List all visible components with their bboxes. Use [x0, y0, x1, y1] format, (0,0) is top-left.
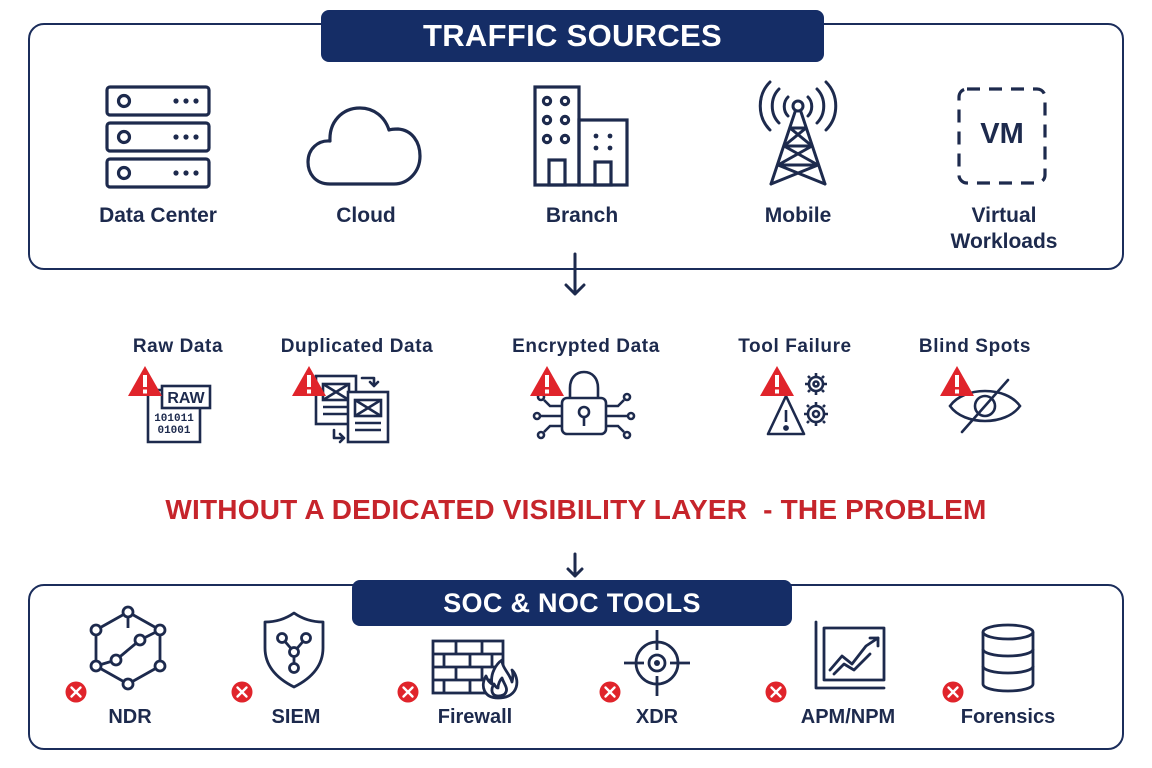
- warning-triangle-icon: [126, 364, 164, 398]
- line-chart-icon: [812, 618, 888, 692]
- error-x-icon: [397, 681, 419, 703]
- source-label-virtual-workloads: Virtual Workloads: [924, 203, 1084, 255]
- raw-data-binary-2: 01001: [157, 425, 190, 437]
- tool-label-firewall: Firewall: [437, 706, 513, 728]
- error-x-icon: [942, 681, 964, 703]
- error-x-icon: [765, 681, 787, 703]
- flow-arrow-down-2: [564, 552, 586, 580]
- tool-label-apm-npm: APM/NPM: [800, 706, 896, 728]
- tool-label-siem: SIEM: [271, 706, 321, 728]
- source-label-cloud: Cloud: [336, 204, 396, 227]
- warning-triangle-icon: [290, 364, 328, 398]
- problem-label-encrypted-data: Encrypted Data: [512, 336, 660, 357]
- problem-label-raw-data: Raw Data: [132, 336, 224, 357]
- source-label-data-center: Data Center: [99, 204, 217, 227]
- problem-label-blind-spots: Blind Spots: [918, 336, 1032, 357]
- source-label-line-2: Workloads: [950, 230, 1058, 253]
- tool-label-xdr: XDR: [635, 706, 679, 728]
- vm-icon-text: VM: [980, 118, 1024, 150]
- cell-tower-icon: [754, 80, 842, 188]
- error-x-icon: [231, 681, 253, 703]
- error-x-icon: [599, 681, 621, 703]
- tool-label-ndr: NDR: [108, 706, 152, 728]
- source-label-branch: Branch: [545, 204, 619, 227]
- problem-statement: WITHOUT A DEDICATED VISIBILITY LAYER - T…: [165, 494, 987, 525]
- error-x-icon: [65, 681, 87, 703]
- warning-triangle-icon: [528, 364, 566, 398]
- crosshair-icon: [622, 628, 692, 698]
- soc-noc-tools-title: SOC & NOC TOOLS: [352, 580, 792, 626]
- cloud-icon: [306, 92, 422, 188]
- problem-label-tool-failure: Tool Failure: [738, 336, 852, 357]
- warning-triangle-icon: [758, 364, 796, 398]
- tool-label-forensics: Forensics: [960, 706, 1056, 728]
- source-label-line-1: Virtual: [971, 204, 1037, 227]
- warning-triangle-icon: [938, 364, 976, 398]
- source-label-mobile: Mobile: [764, 204, 832, 227]
- network-hexagon-icon: [89, 605, 167, 691]
- padlock-circuit-icon: [530, 368, 638, 440]
- raw-data-icon-text: RAW: [167, 390, 205, 407]
- raw-data-binary-1: 101011: [154, 413, 194, 425]
- duplicate-documents-icon: [292, 366, 396, 446]
- raw-data-icon: RAW 101011 01001: [126, 366, 216, 446]
- flow-arrow-down-1: [562, 252, 588, 298]
- server-rack-icon: [104, 84, 212, 190]
- shield-nodes-icon: [262, 610, 326, 690]
- gears-warning-icon: [762, 370, 836, 440]
- problem-label-duplicated-data: Duplicated Data: [280, 336, 434, 357]
- traffic-sources-title: TRAFFIC SOURCES: [321, 10, 824, 62]
- office-building-icon: [532, 84, 630, 188]
- database-icon: [980, 622, 1036, 694]
- vm-icon: VM: [956, 86, 1048, 186]
- brick-wall-fire-icon: [430, 638, 522, 700]
